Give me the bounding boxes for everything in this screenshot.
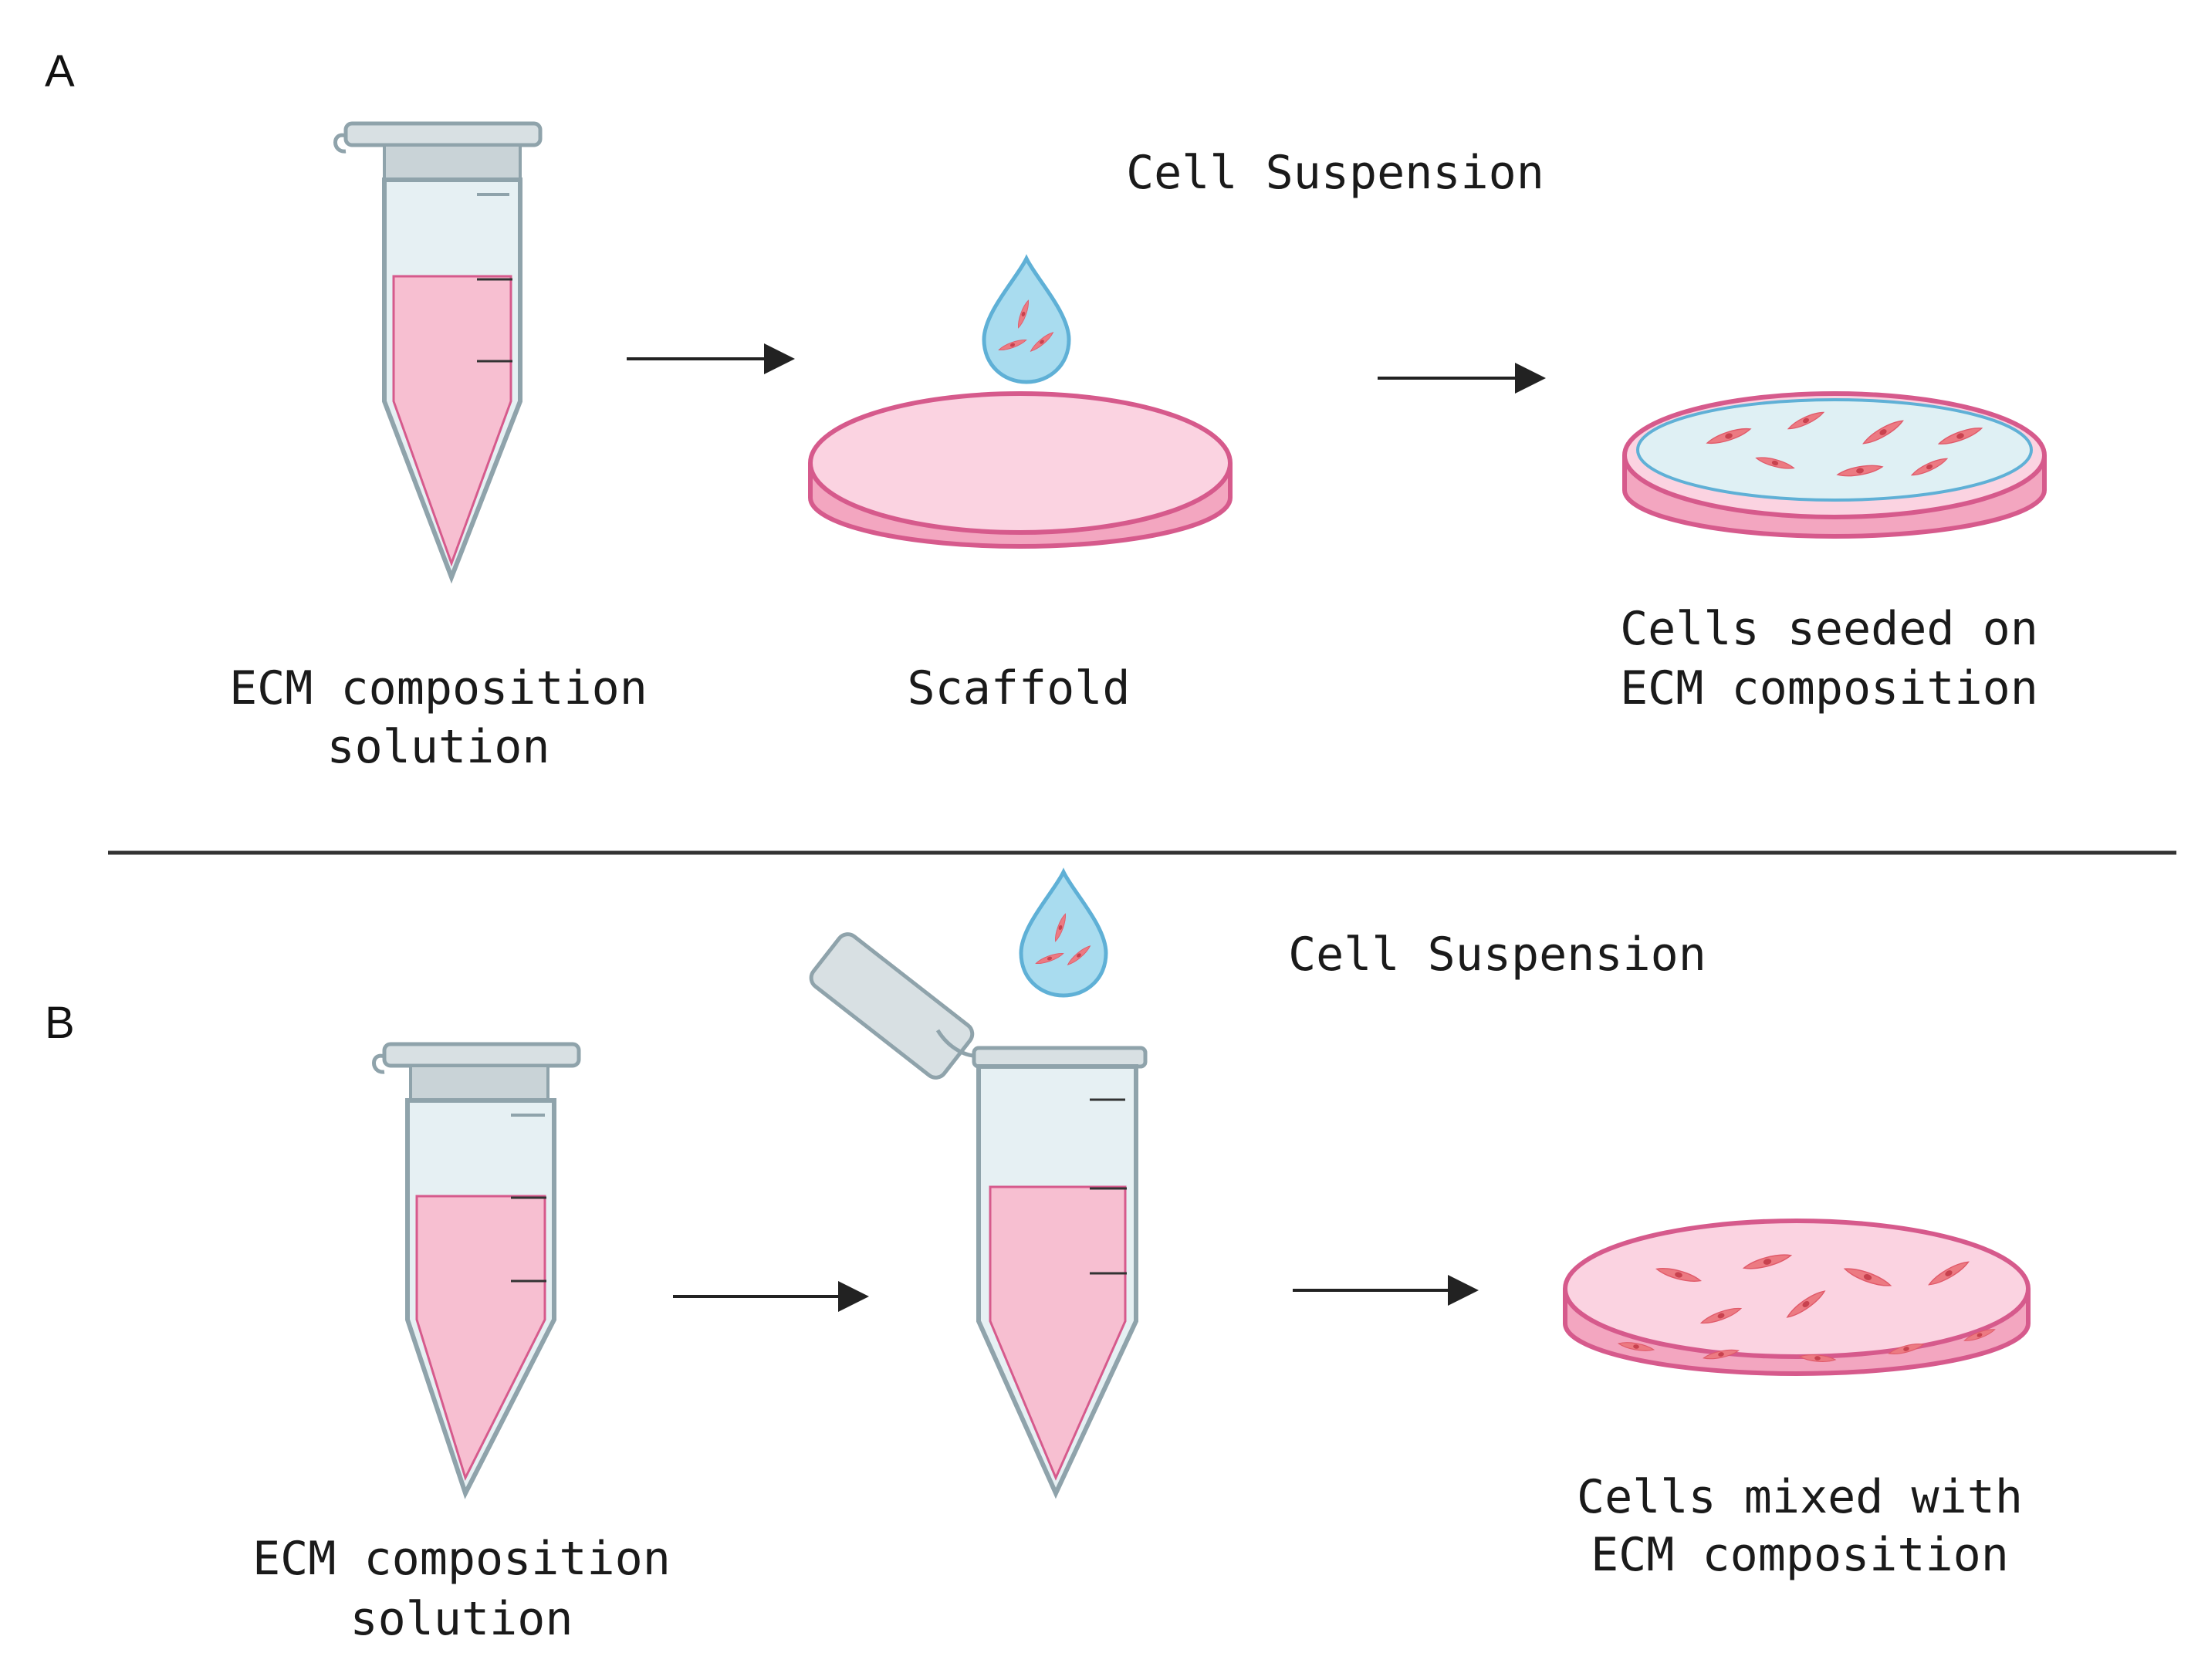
panel-a-letter: A: [45, 46, 75, 96]
result-a-label-line1: Cells seeded on: [1620, 602, 2038, 656]
drop-b-icon: [1021, 872, 1106, 995]
scaffold-icon: [808, 391, 1233, 549]
tube-a-icon: [333, 121, 543, 584]
panel-b: B Cell Suspension: [45, 872, 2031, 1646]
drop-a-icon: [984, 259, 1069, 382]
tube-b-icon: [372, 1042, 581, 1499]
drop-a-label: Cell Suspension: [1126, 146, 1544, 200]
drop-b-label: Cell Suspension: [1288, 928, 1706, 982]
panel-b-letter: B: [45, 998, 75, 1048]
scaffold-label: Scaffold: [908, 661, 1131, 715]
result-b-label-line1: Cells mixed with: [1577, 1470, 2023, 1524]
result-b-label-line2: ECM composition: [1591, 1528, 2009, 1582]
tube-a-label-line1: ECM composition: [229, 661, 648, 715]
tube-b-label-line1: ECM composition: [252, 1532, 671, 1586]
panel-a: A Cell Suspension: [45, 46, 2047, 774]
result-a-label-line2: ECM composition: [1620, 661, 2038, 715]
open-tube-icon: [809, 932, 1148, 1499]
tube-a-label-line2: solution: [327, 720, 550, 774]
tube-b-label-line2: solution: [350, 1592, 573, 1646]
seeded-dish-icon: [1622, 391, 2047, 539]
mixed-dish-icon: [1563, 1219, 2031, 1376]
